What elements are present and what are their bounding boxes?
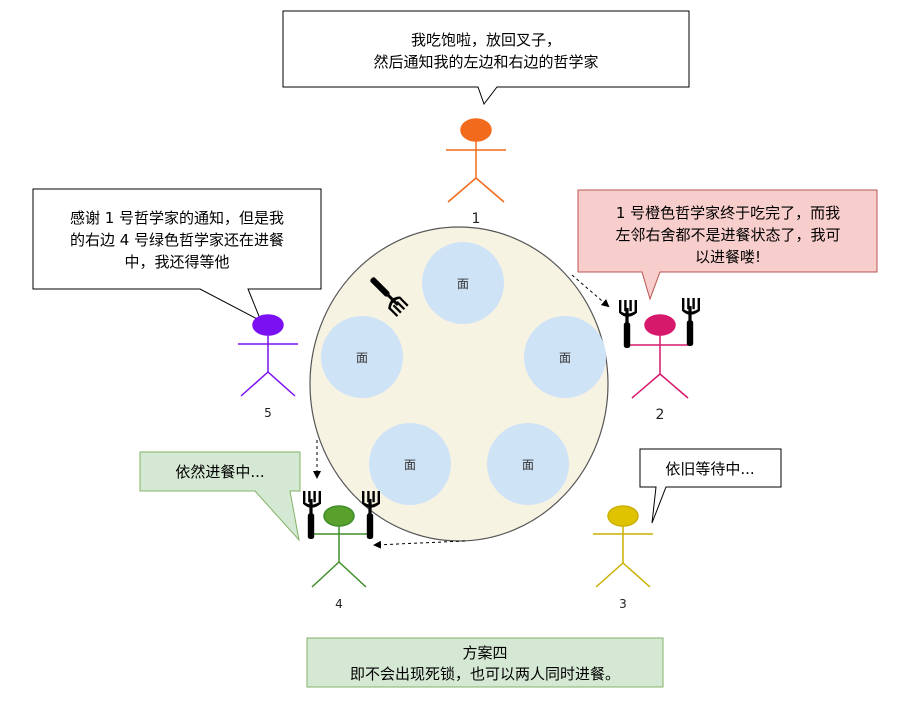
philosopher-3 bbox=[593, 505, 653, 588]
speech-right-line-2: 左邻右舍都不是进餐状态了，我可 bbox=[615, 226, 840, 244]
speech-top-line-1: 我吃饱啦，放回叉子， bbox=[411, 31, 561, 49]
philosopher-1-label: 1 bbox=[472, 211, 481, 227]
speech-right-line-3: 以进餐喽! bbox=[695, 248, 761, 266]
philosopher-4-label: 4 bbox=[335, 597, 343, 611]
philosopher-2 bbox=[630, 314, 690, 399]
arrow-fork-to-philosopher-2 bbox=[571, 274, 610, 308]
philosopher-5-label: 5 bbox=[264, 406, 272, 420]
fork-icon bbox=[682, 298, 700, 346]
plate-3-label: 面 bbox=[559, 351, 571, 365]
speech-bubble-yellow: 依旧等待中... bbox=[639, 448, 782, 524]
speech-right-line-1: 1 号橙色哲学家终于吃完了，而我 bbox=[616, 204, 840, 222]
philosopher-1 bbox=[446, 118, 506, 203]
caption-box: 方案四 即不会出现死锁，也可以两人同时进餐。 bbox=[306, 637, 664, 688]
speech-bubble-green: 依然进餐中... bbox=[139, 451, 301, 542]
speech-bubble-right: 1 号橙色哲学家终于吃完了，而我 左邻右舍都不是进餐状态了，我可 以进餐喽! bbox=[577, 189, 878, 301]
fork-icon bbox=[619, 300, 637, 348]
speech-yellow-text: 依旧等待中... bbox=[665, 460, 754, 478]
plate-5: 面 bbox=[487, 423, 569, 505]
philosopher-3-label: 3 bbox=[619, 597, 627, 611]
caption-title: 方案四 bbox=[462, 644, 507, 662]
philosopher-5 bbox=[238, 314, 298, 397]
speech-bubble-top: 我吃饱啦，放回叉子， 然后通知我的左边和右边的哲学家 bbox=[282, 10, 690, 106]
plate-1-label: 面 bbox=[457, 277, 469, 291]
plate-5-label: 面 bbox=[522, 458, 534, 472]
arrow-fork-to-philosopher-4-bottom bbox=[373, 540, 466, 549]
plate-2-label: 面 bbox=[356, 351, 368, 365]
caption-subtitle: 即不会出现死锁，也可以两人同时进餐。 bbox=[350, 665, 620, 683]
speech-left-line-1: 感谢 1 号哲学家的通知，但是我 bbox=[70, 209, 284, 227]
philosopher-2-label: 2 bbox=[656, 407, 665, 423]
plate-1: 面 bbox=[422, 242, 504, 324]
plate-3: 面 bbox=[524, 316, 606, 398]
plate-4: 面 bbox=[369, 423, 451, 505]
plate-4-label: 面 bbox=[404, 458, 416, 472]
plate-2: 面 bbox=[321, 316, 403, 398]
speech-green-text: 依然进餐中... bbox=[175, 463, 264, 481]
speech-left-line-3: 中，我还得等他 bbox=[124, 253, 229, 271]
speech-top-line-2: 然后通知我的左边和右边的哲学家 bbox=[373, 53, 598, 71]
speech-left-line-2: 的右边 4 号绿色哲学家还在进餐 bbox=[70, 231, 284, 249]
speech-bubble-left: 感谢 1 号哲学家的通知，但是我 的右边 4 号绿色哲学家还在进餐 中，我还得等… bbox=[32, 188, 322, 323]
philosopher-4 bbox=[309, 505, 369, 588]
fork-icon bbox=[303, 491, 321, 539]
